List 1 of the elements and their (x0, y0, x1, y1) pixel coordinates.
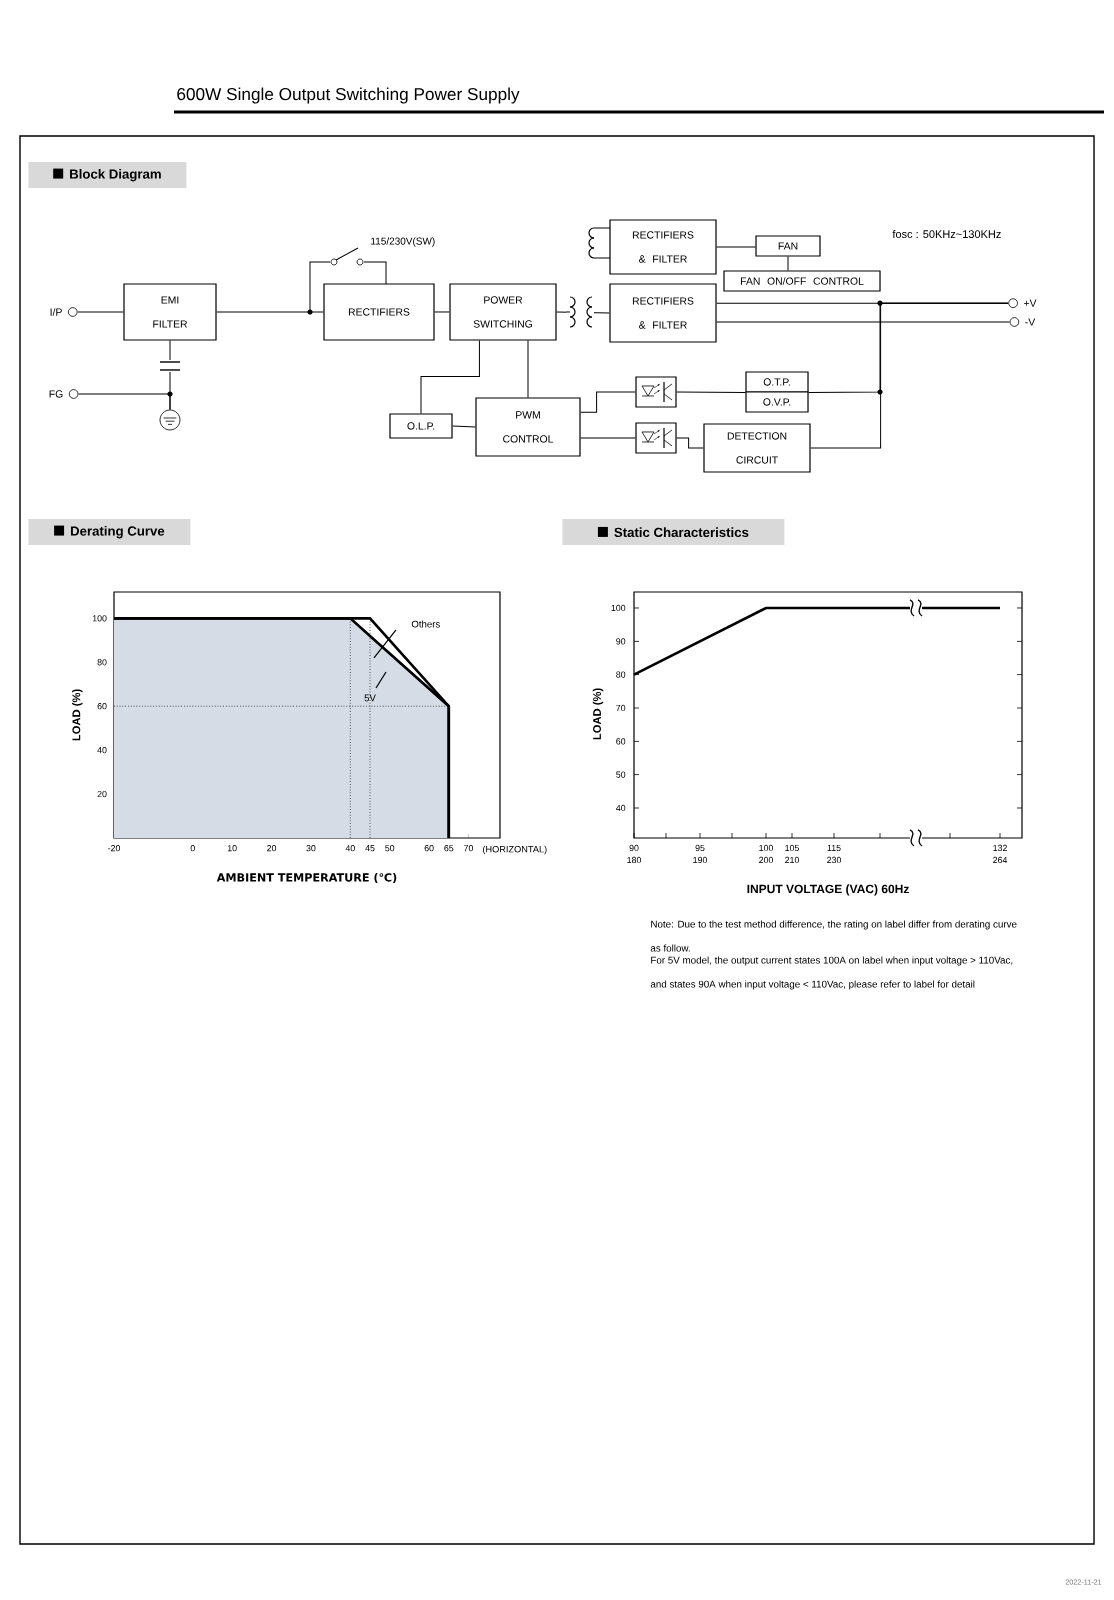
title: 600W Single Output Switching Power Supply (177, 87, 520, 104)
